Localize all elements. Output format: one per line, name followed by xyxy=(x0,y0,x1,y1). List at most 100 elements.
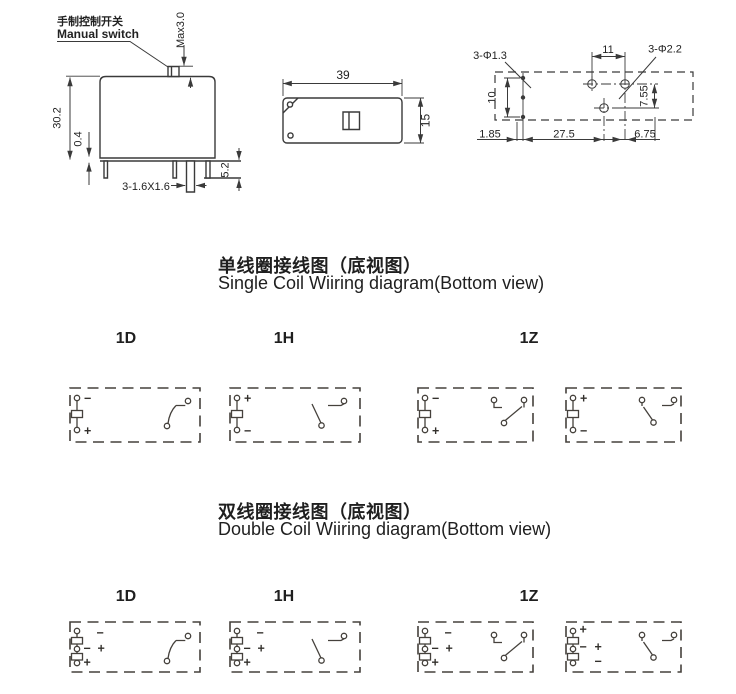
contact-terminal xyxy=(340,397,348,405)
single-coil-box-1d: − + xyxy=(69,387,201,443)
coil-terminal xyxy=(73,426,81,434)
dim-label-step: 0.4 xyxy=(73,131,85,146)
single-coil-box-1z-b: + − xyxy=(565,387,682,443)
coil-terminal xyxy=(233,645,241,653)
coil-terminal xyxy=(233,394,241,402)
hole-leader-lines xyxy=(504,56,657,100)
diagram-border xyxy=(69,621,201,673)
diagram-border xyxy=(417,621,534,673)
dim-label-width: 39 xyxy=(336,68,350,82)
coil-symbol xyxy=(70,636,84,645)
polarity-sign-top: − xyxy=(84,392,91,406)
small-hole-2 xyxy=(520,95,526,100)
coil-terminal xyxy=(569,659,577,667)
dim-label-holes-large: 3-Φ2.2 xyxy=(648,44,682,56)
coil-symbol xyxy=(418,409,432,419)
dim-label-pins: 3-1.6X1.6 xyxy=(122,181,170,193)
contact-terminal xyxy=(490,396,498,404)
polarity-sign-1: − xyxy=(97,626,104,640)
double-coil-box-1d: − − + + xyxy=(69,621,201,673)
dim-label-offset-left: 1.85 xyxy=(479,129,500,141)
dim-label-base: 5.2 xyxy=(220,162,232,177)
center-lines xyxy=(583,75,658,141)
top-view-ext-lines xyxy=(282,79,424,144)
dim-label-height: 30.2 xyxy=(52,107,64,128)
contact-lines xyxy=(493,637,525,656)
coil-symbol xyxy=(566,636,580,645)
bottom-view-outline xyxy=(494,71,694,121)
dim-label-left-pitch: 10 xyxy=(487,91,499,103)
polarity-sign-bottom: + xyxy=(432,424,439,438)
double-coil-type-1d: 1D xyxy=(115,588,137,605)
coil-terminal xyxy=(569,394,577,402)
single-coil-title-en: Single Coil Wiiring diagram(Bottom view) xyxy=(218,273,545,293)
top-view-drawing: 39 15 xyxy=(282,68,433,144)
polarity-sign-3: + xyxy=(258,642,265,656)
coil-terminal xyxy=(421,426,429,434)
coil-terminal xyxy=(569,645,577,653)
contact-terminal xyxy=(520,631,528,639)
double-coil-title-cn: 双线圈接线图（底视图） xyxy=(218,502,422,522)
coil-symbol xyxy=(230,652,244,661)
contact-lines xyxy=(493,402,525,421)
contact-terminal xyxy=(184,397,192,405)
contact-terminal xyxy=(638,631,646,639)
polarity-sign-2: − xyxy=(432,642,439,656)
manual-switch-label-cn: 手制控制开关 xyxy=(57,14,123,28)
polarity-sign-3: + xyxy=(446,642,453,656)
coil-symbol xyxy=(70,409,84,419)
top-view-pin-mark-1 xyxy=(286,101,294,108)
double-coil-box-1z-a: − − + + xyxy=(417,621,534,673)
dim-label-pitch: 11 xyxy=(602,44,613,56)
dim-label-offset-right: 6.75 xyxy=(634,129,655,141)
single-coil-type-1z: 1Z xyxy=(519,330,539,347)
single-coil-box-1z-a: − + xyxy=(417,387,534,443)
single-coil-diagrams: − + + − − + xyxy=(69,387,682,443)
top-view-pin-mark-2 xyxy=(287,132,294,139)
contact-lines xyxy=(311,403,345,424)
polarity-sign-4: + xyxy=(244,656,251,670)
dim-label-span: 27.5 xyxy=(553,129,574,141)
contact-terminal xyxy=(490,631,498,639)
diagram-border xyxy=(417,387,534,443)
contact-terminal xyxy=(318,422,325,429)
coil-terminal xyxy=(421,627,429,635)
side-view-drawing: 手制控制开关 Manual switch Max3.0 30.2 0.4 5.2… xyxy=(52,12,242,193)
single-coil-title-cn: 单线圈接线图（底视图） xyxy=(218,256,422,276)
double-coil-title-en: Double Coil Wiiring diagram(Bottom view) xyxy=(218,519,552,539)
polarity-sign-top: − xyxy=(432,392,439,406)
contact-terminal xyxy=(500,654,508,662)
contact-terminal xyxy=(163,657,171,665)
bottom-view-drawing: 3-Φ1.3 3-Φ2.2 11 10 7.55 1.85 27.5 6.75 xyxy=(473,44,694,143)
single-coil-type-1h: 1H xyxy=(273,330,295,347)
contact-lines xyxy=(167,404,186,424)
polarity-sign-4: + xyxy=(84,656,91,670)
coil-terminal xyxy=(73,627,81,635)
contact-terminal xyxy=(318,657,325,664)
manual-switch-leader-line xyxy=(57,41,169,68)
polarity-sign-bottom: − xyxy=(244,424,251,438)
coil-terminal xyxy=(421,394,429,402)
single-coil-type-1d: 1D xyxy=(115,330,137,347)
relay-pins xyxy=(103,160,211,193)
contact-lines xyxy=(311,638,345,659)
coil-terminal xyxy=(73,659,81,667)
polarity-sign-3: + xyxy=(98,642,105,656)
coil-terminal xyxy=(421,659,429,667)
contact-terminal xyxy=(650,419,657,426)
contact-terminal xyxy=(163,422,171,430)
diagram-border xyxy=(229,387,361,443)
polarity-sign-1: + xyxy=(580,623,587,637)
coil-symbol xyxy=(566,409,580,419)
double-coil-box-1z-b: + − + − xyxy=(565,621,682,673)
manual-switch-label-en: Manual switch xyxy=(57,27,139,41)
coil-terminal xyxy=(233,659,241,667)
contact-terminal xyxy=(500,419,508,427)
contact-terminal xyxy=(650,654,657,661)
coil-symbol xyxy=(70,652,84,661)
single-coil-box-1h: + − xyxy=(229,387,361,443)
coil-terminal xyxy=(73,645,81,653)
polarity-sign-3: + xyxy=(595,640,602,654)
top-view-body xyxy=(282,97,403,144)
